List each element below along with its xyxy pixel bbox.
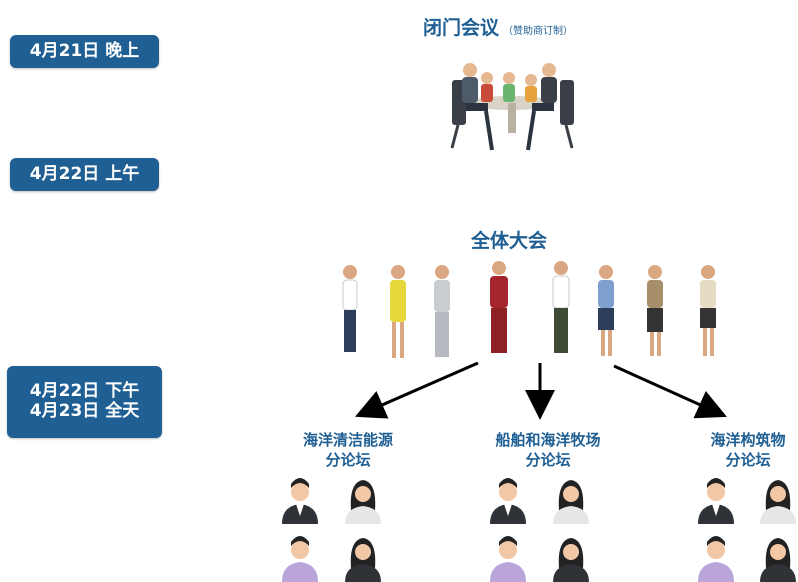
male-avatar-icon <box>698 536 734 582</box>
time-label: 4月21日 晚上 <box>29 40 140 61</box>
forum-title-structures: 海洋构筑物 分论坛 <box>688 430 798 470</box>
forum-title-line1: 海洋构筑物 <box>710 431 786 449</box>
female-avatar-icon <box>760 480 796 524</box>
male-avatar-icon <box>282 536 318 582</box>
time-badge-closed-meeting: 4月21日 晚上 <box>10 35 159 68</box>
closed-meeting-note: （赞助商订制） <box>503 26 574 37</box>
female-avatar-icon <box>345 538 381 582</box>
arrow-down-icon <box>355 361 479 419</box>
person-icon <box>434 265 450 357</box>
person-icon <box>647 265 663 356</box>
forum-title-line2: 分论坛 <box>525 451 571 469</box>
closed-meeting-title: 闭门会议（赞助商订制） <box>423 13 573 40</box>
person-icon <box>390 265 406 358</box>
person-icon <box>552 261 570 353</box>
male-avatar-icon <box>698 478 734 524</box>
meeting-table-icon <box>450 63 574 151</box>
forum-title-line2: 分论坛 <box>725 451 771 469</box>
time-label-line1: 4月22日 下午 <box>29 381 140 402</box>
person-icon <box>490 261 508 353</box>
forum-title-line2: 分论坛 <box>325 451 371 469</box>
male-avatar-icon <box>282 478 318 524</box>
forum-title-ship-ranching: 船舶和海洋牧场 分论坛 <box>478 430 618 470</box>
female-avatar-icon <box>760 538 796 582</box>
closed-meeting-title-text: 闭门会议 <box>423 17 500 39</box>
time-badge-plenary: 4月22日 上午 <box>10 158 159 191</box>
female-avatar-icon <box>345 480 381 524</box>
female-avatar-icon <box>553 538 589 582</box>
time-badge-forums: 4月22日 下午 4月23日 全天 <box>7 366 162 438</box>
person-icon <box>342 265 358 352</box>
arrow-down-icon <box>613 364 727 419</box>
female-avatar-icon <box>553 480 589 524</box>
person-icon <box>598 265 614 356</box>
male-avatar-icon <box>490 478 526 524</box>
forum-title-clean-energy: 海洋清洁能源 分论坛 <box>278 430 418 470</box>
forum-title-line1: 海洋清洁能源 <box>302 431 393 449</box>
person-icon <box>700 265 716 356</box>
time-label-line2: 4月23日 全天 <box>29 401 140 421</box>
plenary-title: 全体大会 <box>471 230 548 252</box>
forum-title-line1: 船舶和海洋牧场 <box>495 431 601 449</box>
time-label: 4月22日 上午 <box>29 163 140 184</box>
male-avatar-icon <box>490 536 526 582</box>
